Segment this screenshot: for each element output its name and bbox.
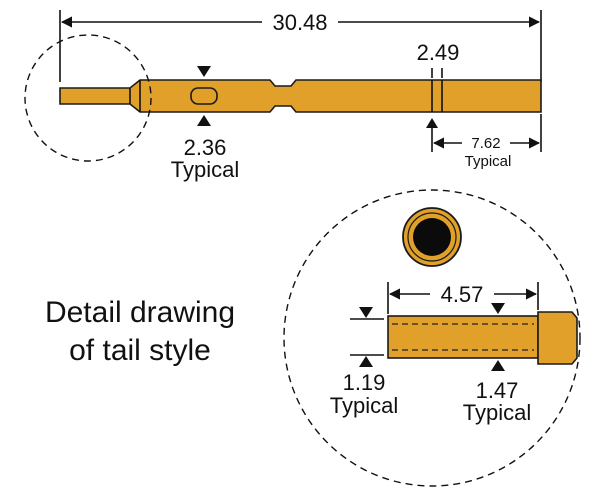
arrow-up-icon <box>491 360 505 371</box>
arrow-down-icon <box>359 307 373 318</box>
arrow-down-icon <box>491 303 505 314</box>
tail-tube <box>387 315 539 359</box>
detail-title: Detail drawing of tail style <box>45 296 235 367</box>
detail-title-line1: Detail drawing <box>45 296 235 329</box>
tail-inner-label: 1.47 <box>476 378 519 403</box>
tail-inner-dimension: 1.47 Typical <box>463 303 531 425</box>
band-offset-note: Typical <box>465 153 512 170</box>
overall-length-label: 30.48 <box>272 10 327 35</box>
band-dimension: 2.49 <box>417 40 460 78</box>
band-width-label: 2.49 <box>417 40 460 65</box>
pin-outline <box>59 79 542 113</box>
groove-dimension: 2.36 Typical <box>171 66 239 182</box>
tail-dia-dimension: 1.19 Typical <box>330 307 398 418</box>
crimp-window <box>190 87 218 105</box>
tail-dia-note: Typical <box>330 393 398 418</box>
tail-dia-label: 1.19 <box>343 370 386 395</box>
arrow-up-icon <box>426 118 438 128</box>
tail-length-label: 4.57 <box>441 282 484 307</box>
detail-view-circle <box>283 189 581 487</box>
tail-detail <box>387 311 578 365</box>
groove-note-label: Typical <box>171 157 239 182</box>
pin-body <box>59 79 542 113</box>
tail-shoulder <box>537 311 578 365</box>
groove-dia-label: 2.36 <box>184 135 227 160</box>
tail-length-dimension: 4.57 <box>387 282 539 314</box>
end-view-mid-ring <box>407 212 457 262</box>
tail-inner-note: Typical <box>463 400 531 425</box>
arrow-down-icon <box>197 66 211 77</box>
detail-callout-circle <box>24 34 152 162</box>
band-offset-label: 7.62 <box>471 135 500 152</box>
overall-length-dimension: 30.48 <box>59 10 542 82</box>
end-view <box>402 207 462 267</box>
band-offset-dimension: 7.62 Typical <box>426 114 542 170</box>
detail-title-line2: of tail style <box>69 334 211 367</box>
end-view-bore <box>413 218 451 256</box>
arrow-up-icon <box>359 356 373 367</box>
arrow-up-icon <box>197 115 211 126</box>
